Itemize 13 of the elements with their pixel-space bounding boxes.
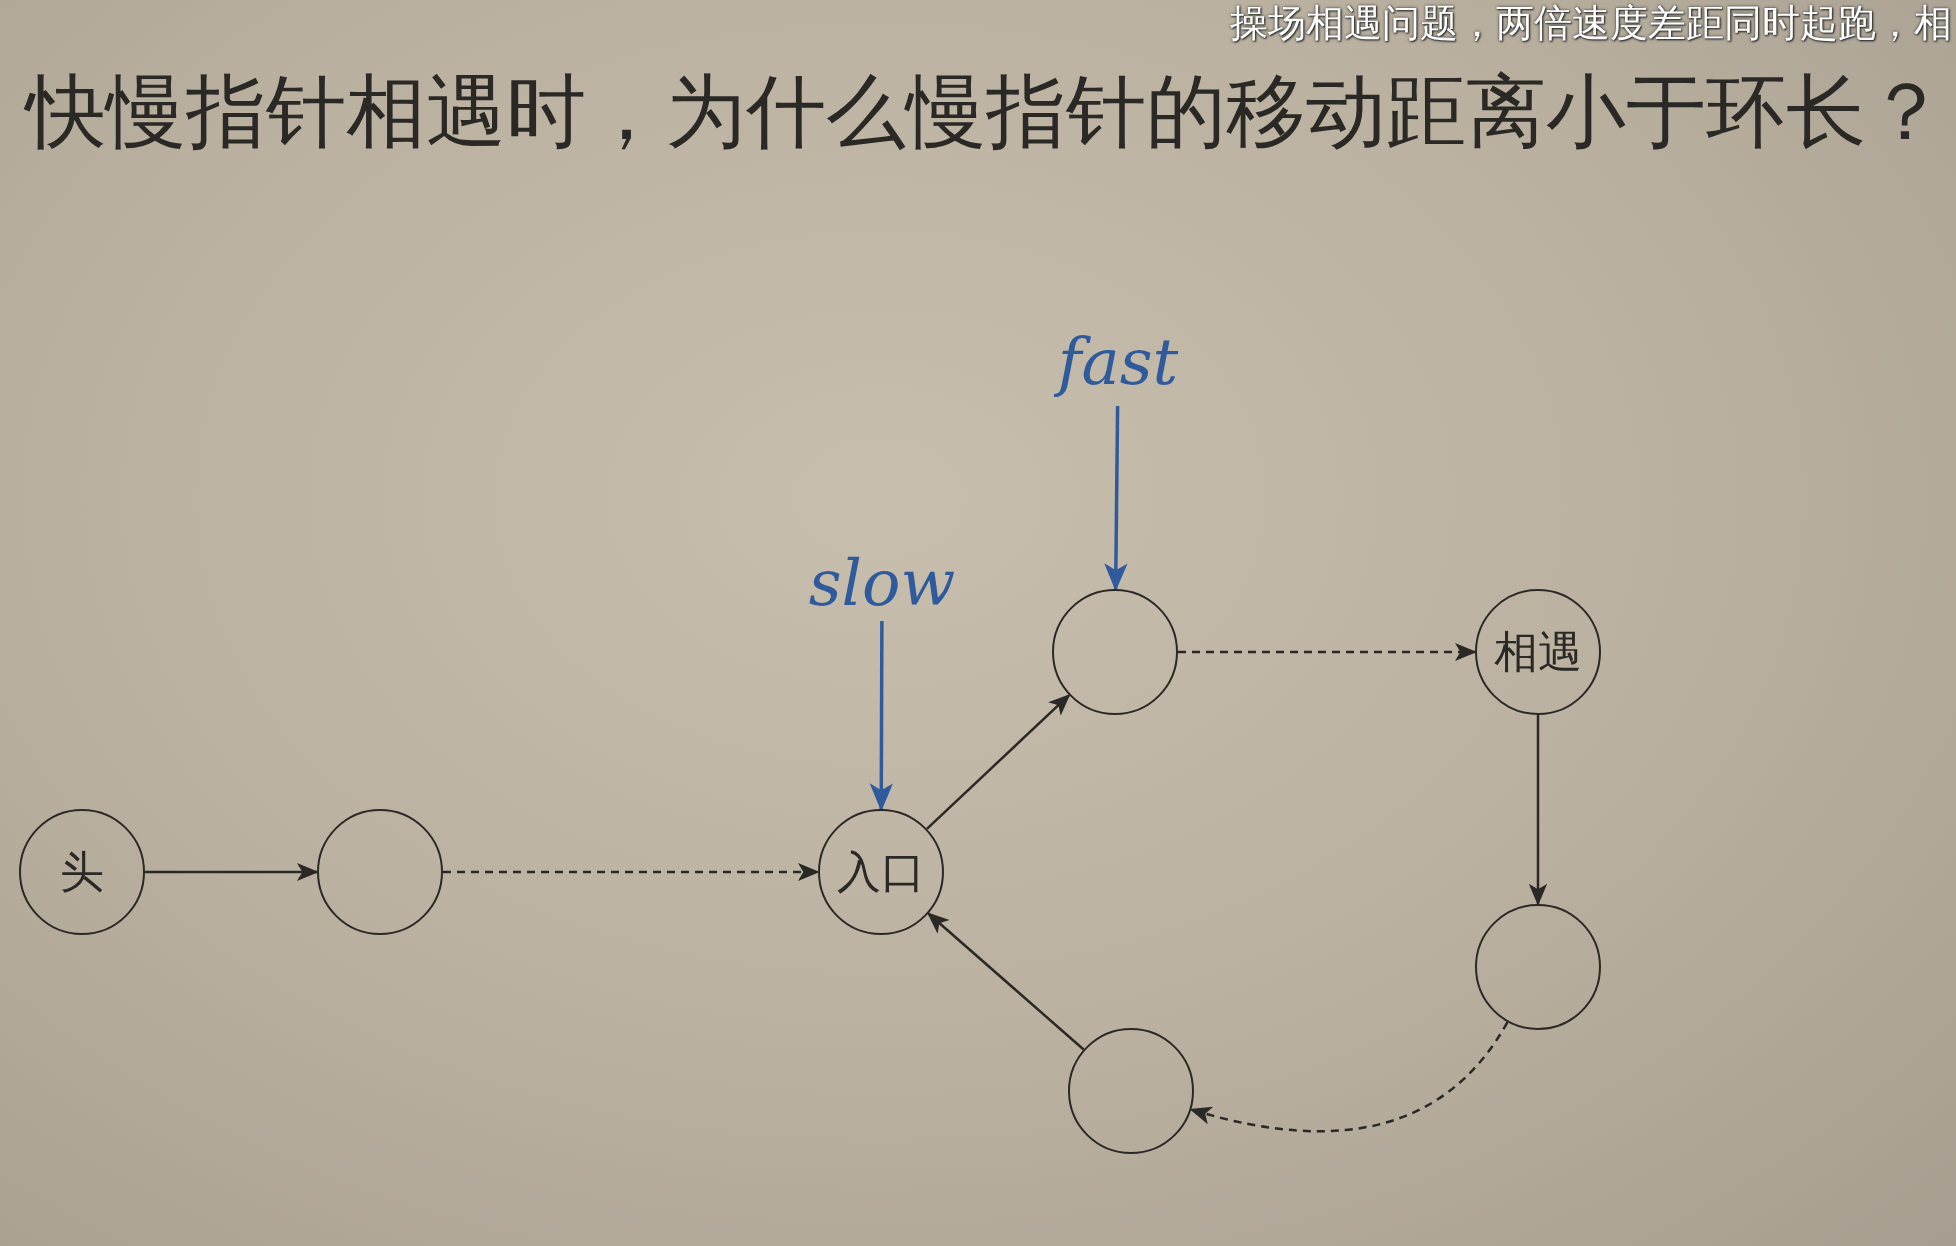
pointer-label: fast [1033, 324, 1203, 400]
subtitle-text: 操场相遇问题，两倍速度差距同时起跑，相 [1230, 0, 1952, 47]
pointer-arrow [869, 621, 893, 812]
arrow [927, 912, 1085, 1051]
arrow [145, 862, 319, 882]
arrow [1528, 715, 1548, 906]
arrow [926, 693, 1071, 830]
dashed-arrow [1178, 642, 1477, 662]
dashed-arrow [443, 862, 820, 882]
dashed-arrow [1189, 1021, 1509, 1133]
pointer-arrow [1104, 406, 1128, 592]
pointer-label: slow [787, 551, 977, 615]
title: 快慢指针相遇时，为什么慢指针的移动距离小于环长？ [26, 72, 1946, 152]
